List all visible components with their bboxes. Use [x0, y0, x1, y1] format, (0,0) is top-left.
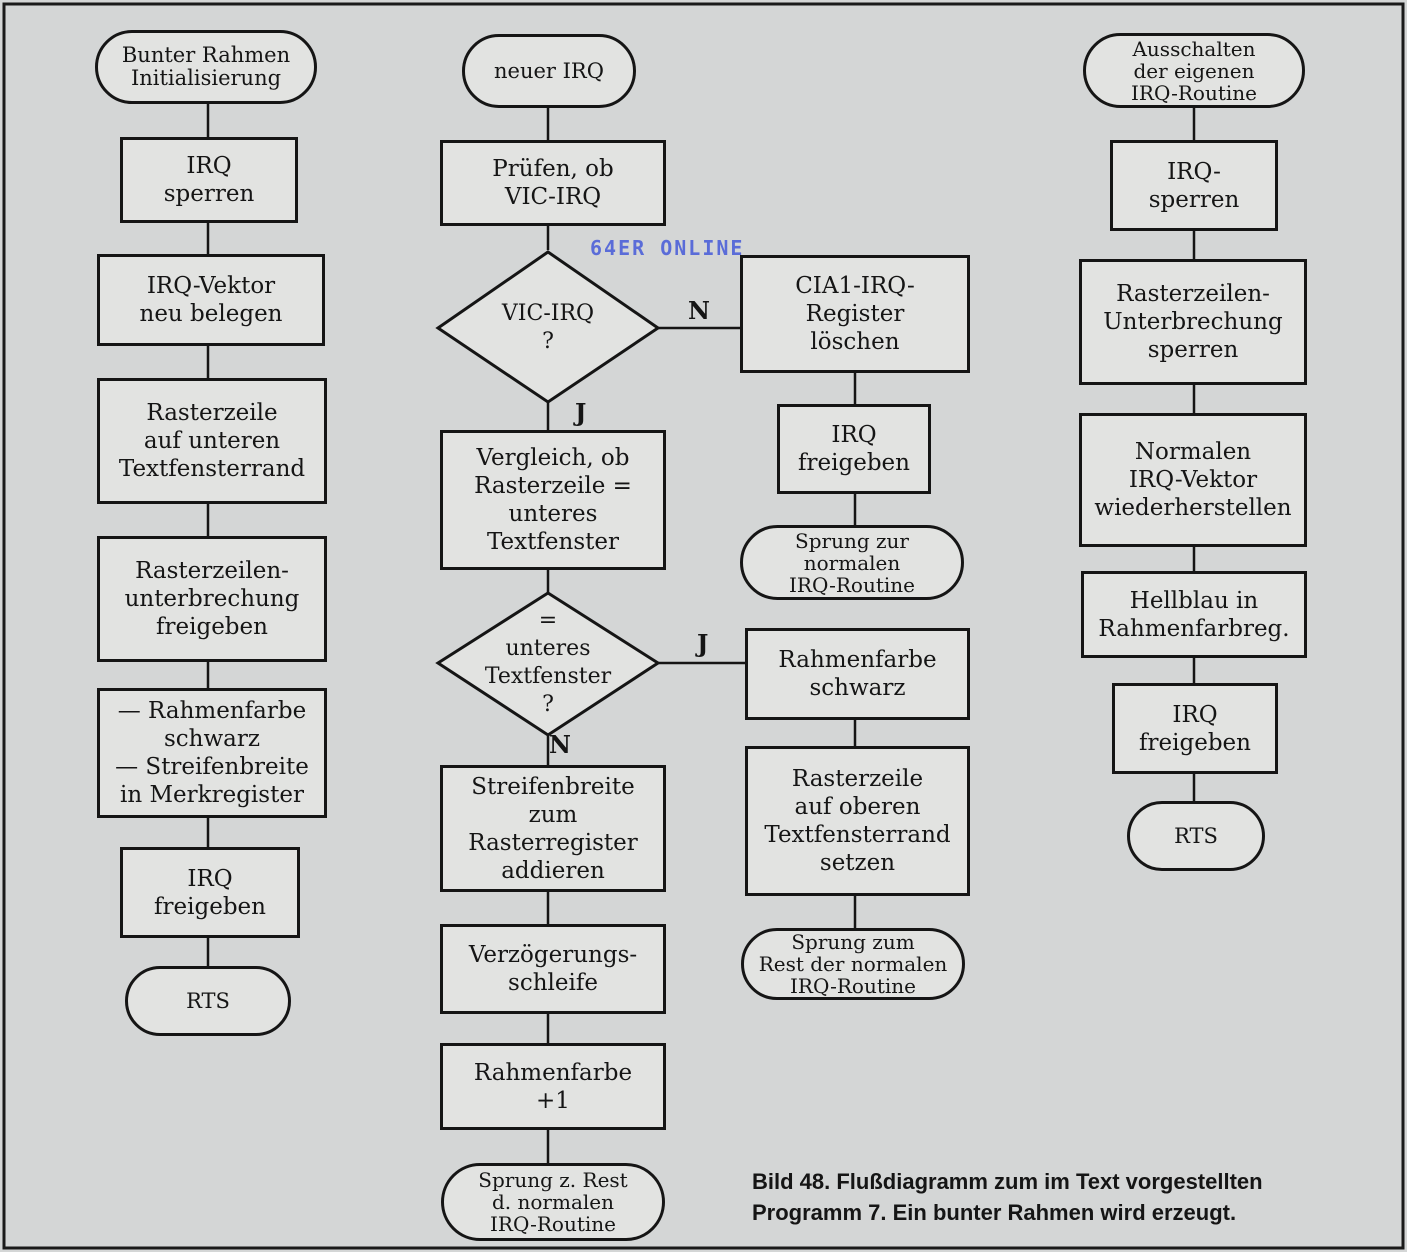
process-pruefen-vic-irq: Prüfen, ob VIC-IRQ: [440, 140, 666, 226]
label-unteres-no: N: [549, 730, 571, 759]
process-rasterzeilen-freigeben: Rasterzeilen- unterbrechung freigeben: [97, 536, 327, 662]
terminal-sprung-normale-irq: Sprung zur normalen IRQ-Routine: [740, 525, 964, 600]
process-irq-sperren: IRQ sperren: [120, 137, 298, 223]
process-streifenbreite-addieren: Streifenbreite zum Rasterregister addier…: [440, 765, 666, 892]
decision-unteres-textfenster: = unteres Textfenster ?: [484, 608, 612, 717]
label-vic-yes: J: [575, 398, 587, 427]
start-neuer-irq: neuer IRQ: [462, 34, 636, 108]
process-cia1-register-loeschen: CIA1-IRQ- Register löschen: [740, 255, 970, 373]
decision-vic-irq: VIC-IRQ ?: [501, 301, 595, 354]
vic-irq-diamond: [435, 250, 661, 404]
process-irq-freigeben-3: IRQ freigeben: [1112, 683, 1278, 774]
terminal-rts-2: RTS: [1127, 801, 1265, 871]
label-vic-no: N: [688, 296, 710, 325]
unteres-textfenster-diamond: [435, 591, 661, 737]
process-hellblau-rahmenfarbe: Hellblau in Rahmenfarbreg.: [1081, 571, 1307, 658]
process-verzoegerungsschleife: Verzögerungs- schleife: [440, 924, 666, 1014]
process-rahmenfarbe-merkregister: — Rahmenfarbe schwarz — Streifenbreite i…: [97, 688, 327, 818]
process-rasterzeilen-sperren: Rasterzeilen- Unterbrechung sperren: [1079, 259, 1307, 385]
process-irq-freigeben: IRQ freigeben: [120, 847, 300, 938]
process-normalen-irq-vektor: Normalen IRQ-Vektor wiederherstellen: [1079, 413, 1307, 547]
process-rahmenfarbe-plus-eins: Rahmenfarbe +1: [440, 1043, 666, 1130]
process-irq-vektor: IRQ-Vektor neu belegen: [97, 254, 325, 346]
process-rasterzeile-unten: Rasterzeile auf unteren Textfensterrand: [97, 378, 327, 504]
watermark-64er-online: 64ER ONLINE: [590, 236, 745, 260]
figure-caption: Bild 48. Flußdiagramm zum im Text vorges…: [752, 1169, 1263, 1225]
process-irq-freigeben-cia: IRQ freigeben: [777, 404, 931, 494]
process-rasterzeile-oben: Rasterzeile auf oberen Textfensterrand s…: [745, 746, 970, 896]
terminal-sprung-rest-irq: Sprung z. Rest d. normalen IRQ-Routine: [441, 1163, 665, 1241]
terminal-sprung-rest-normale-irq: Sprung zum Rest der normalen IRQ-Routine: [741, 928, 965, 1000]
process-vergleich-rasterzeile: Vergleich, ob Rasterzeile = unteres Text…: [440, 430, 666, 570]
process-irq-sperren-2: IRQ- sperren: [1110, 140, 1278, 231]
start-ausschalten-irq-routine: Ausschalten der eigenen IRQ-Routine: [1083, 33, 1305, 108]
label-unteres-yes: J: [697, 629, 709, 658]
terminal-rts: RTS: [125, 966, 291, 1036]
start-bunter-rahmen: Bunter Rahmen Initialisierung: [95, 30, 317, 104]
process-rahmenfarbe-schwarz: Rahmenfarbe schwarz: [745, 628, 970, 720]
